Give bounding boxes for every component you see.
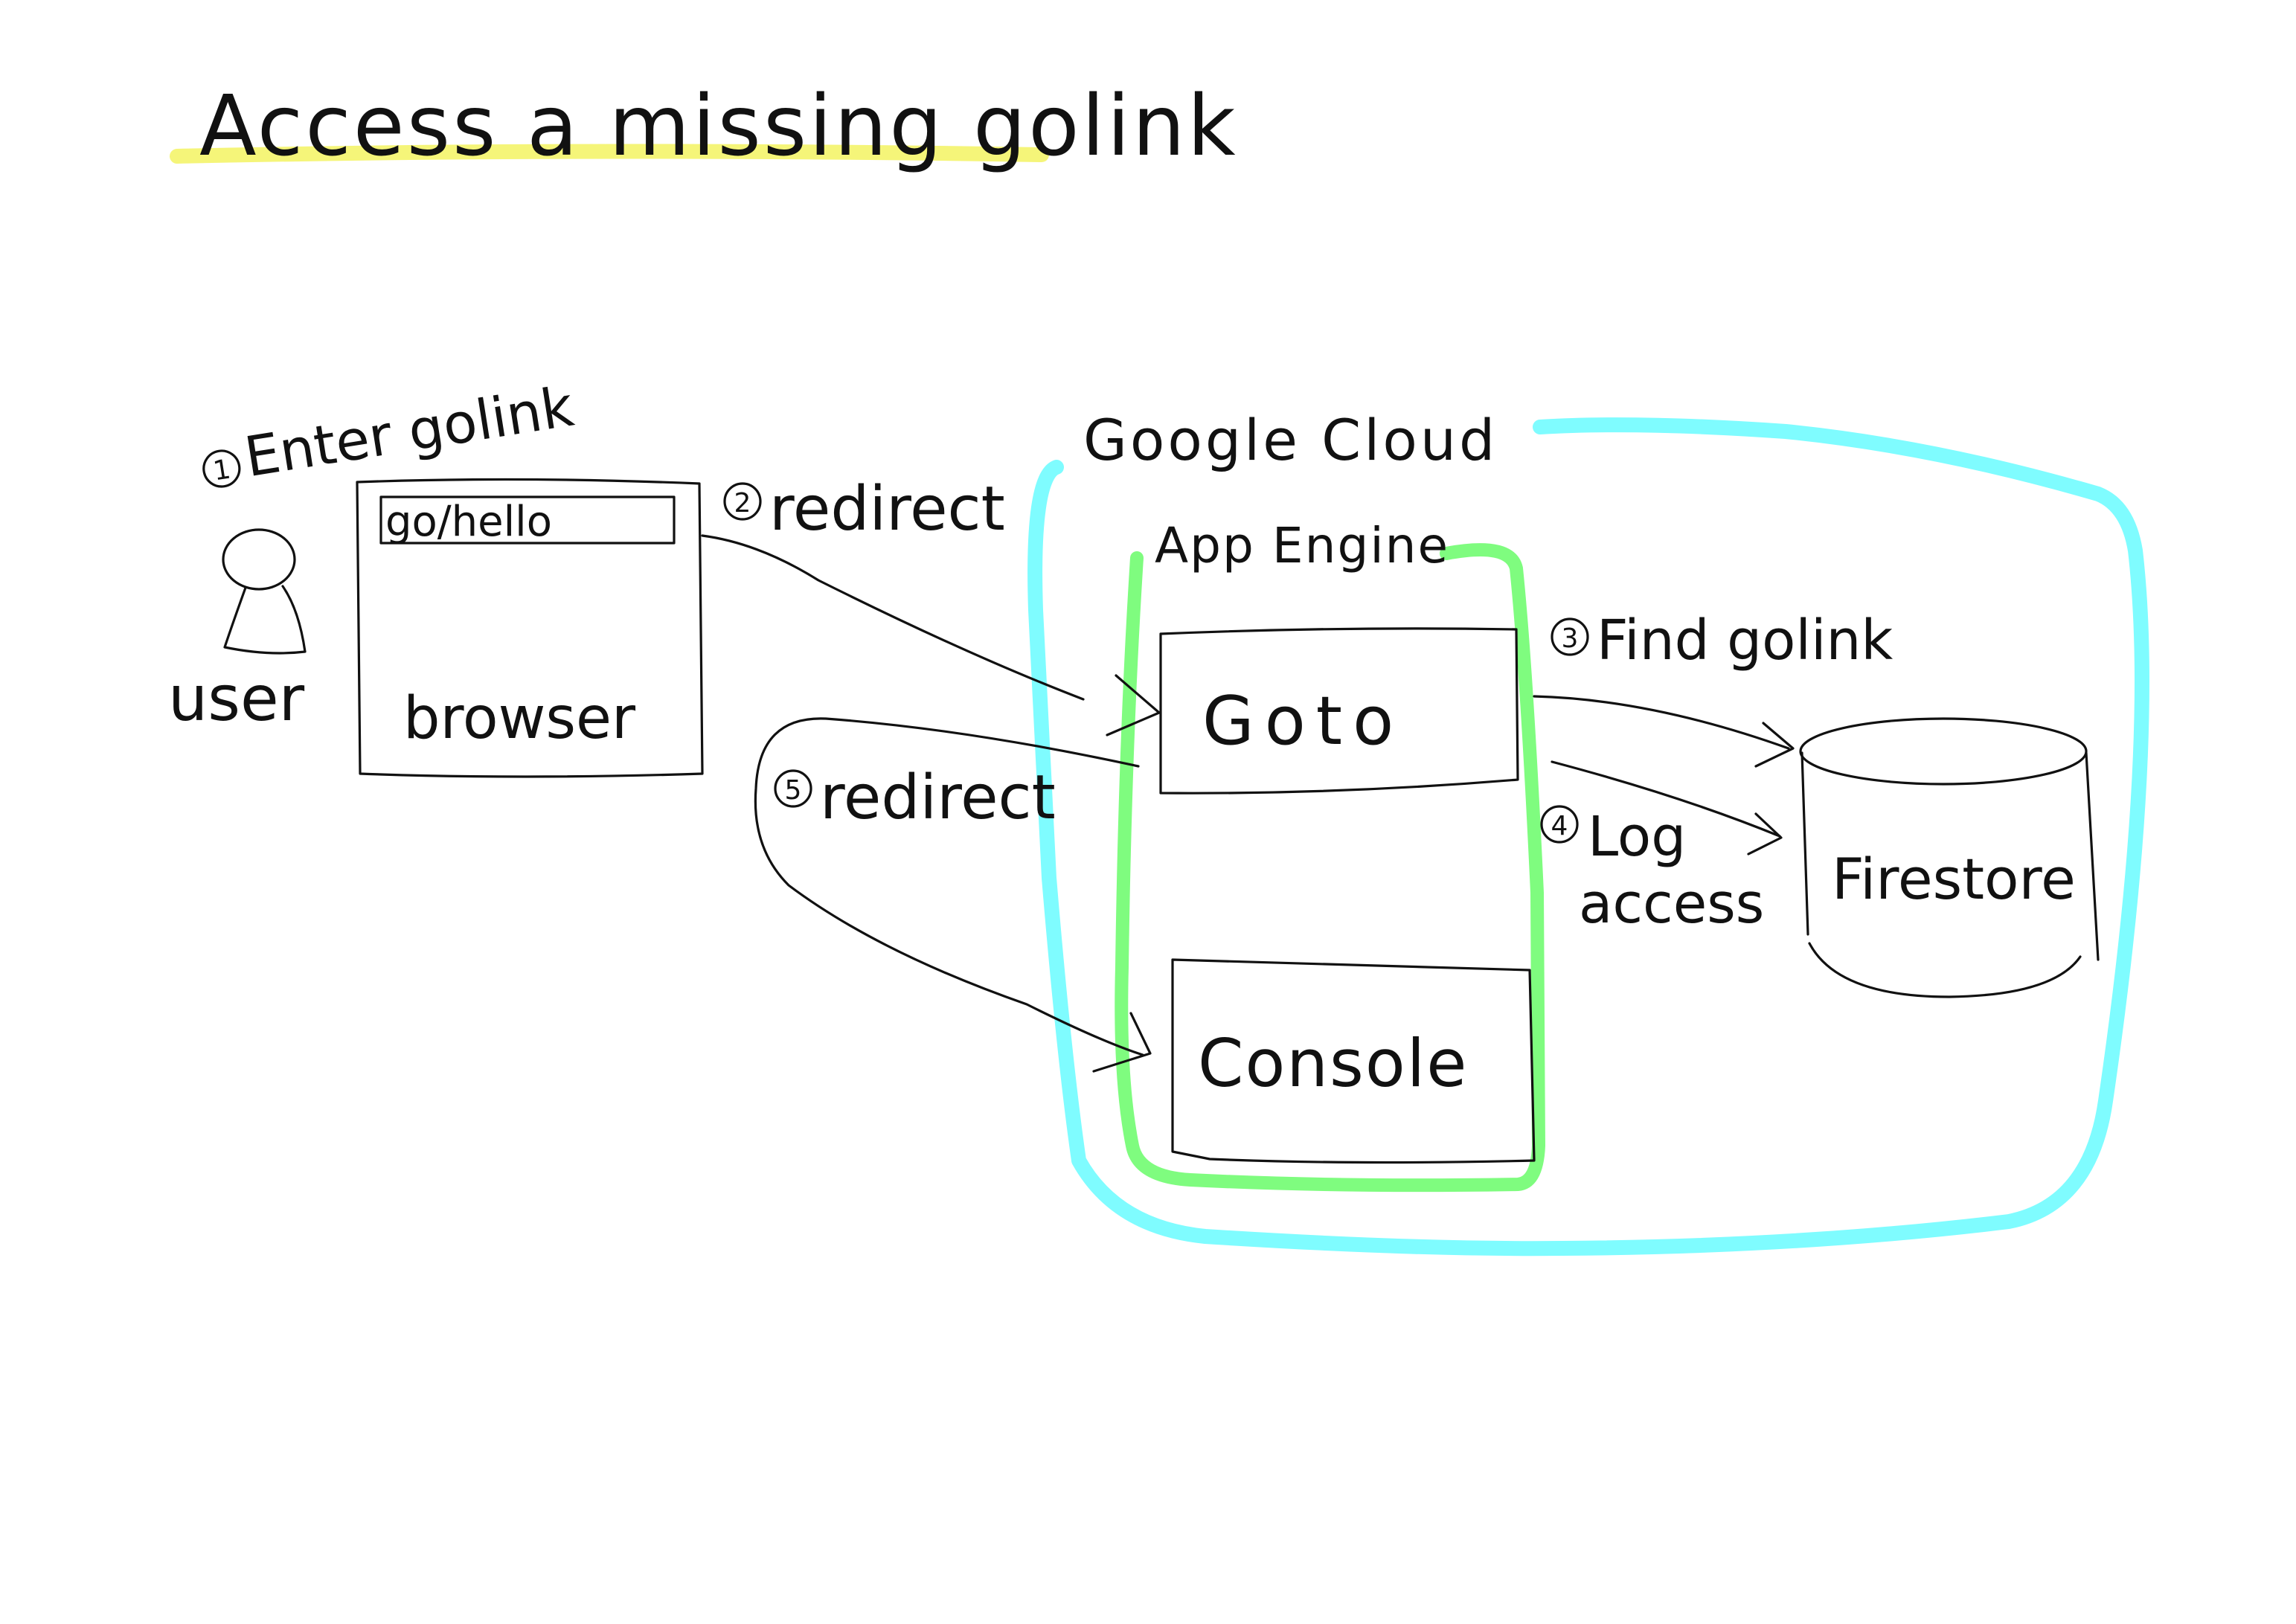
step-5-label: redirect [820, 763, 1056, 833]
step-1-label: Enter golink [240, 375, 577, 490]
step-2: 2 redirect [723, 474, 1005, 545]
step-4-label-line2: access [1579, 872, 1764, 936]
app-engine-label: App Engine [1155, 517, 1449, 574]
browser-url-text: go/hello [385, 498, 552, 546]
arrow-goto-log-access [1551, 760, 1783, 856]
browser-window: go/hello browser [356, 478, 704, 778]
step-5-number: 5 [785, 775, 802, 806]
console-label: Console [1198, 1025, 1468, 1102]
step-2-label: redirect [769, 474, 1005, 545]
title-group: Access a missing golink [170, 78, 1238, 175]
firestore-label: Firestore [1832, 846, 2076, 912]
step-1-number: 1 [211, 454, 233, 487]
goto-label: Goto [1202, 682, 1404, 760]
step-2-number: 2 [734, 488, 751, 519]
step-3-number: 3 [1562, 623, 1579, 654]
user-actor: user [168, 528, 307, 735]
google-cloud-boundary [1027, 417, 2149, 1256]
google-cloud-label: Google Cloud [1083, 407, 1498, 473]
browser-label: browser [403, 685, 636, 752]
step-3-label: Find golink [1597, 609, 1893, 673]
title-highlight [170, 144, 1049, 164]
goto-service: Goto [1159, 627, 1519, 795]
person-icon [222, 528, 307, 655]
arrow-goto-to-firestore [1533, 695, 1795, 768]
arrow-redirect-to-console [754, 717, 1152, 1073]
browser-url-bar [379, 495, 676, 545]
page-title: Access a missing golink [199, 78, 1238, 175]
console-service: Console [1171, 958, 1536, 1164]
firestore-datastore: Firestore [1799, 717, 2100, 998]
step-4-label: Log [1588, 805, 1686, 869]
step-3: 3 Find golink [1551, 609, 1893, 673]
user-label: user [168, 662, 305, 735]
step-1: 1 Enter golink [202, 375, 578, 490]
step-4-number: 4 [1551, 811, 1568, 841]
arrow-browser-to-goto [701, 534, 1161, 736]
step-5: 5 redirect [774, 763, 1056, 833]
app-engine-boundary [1115, 543, 1545, 1193]
database-cylinder-icon [1799, 717, 2100, 998]
step-4: 4 Log access [1540, 805, 1764, 936]
